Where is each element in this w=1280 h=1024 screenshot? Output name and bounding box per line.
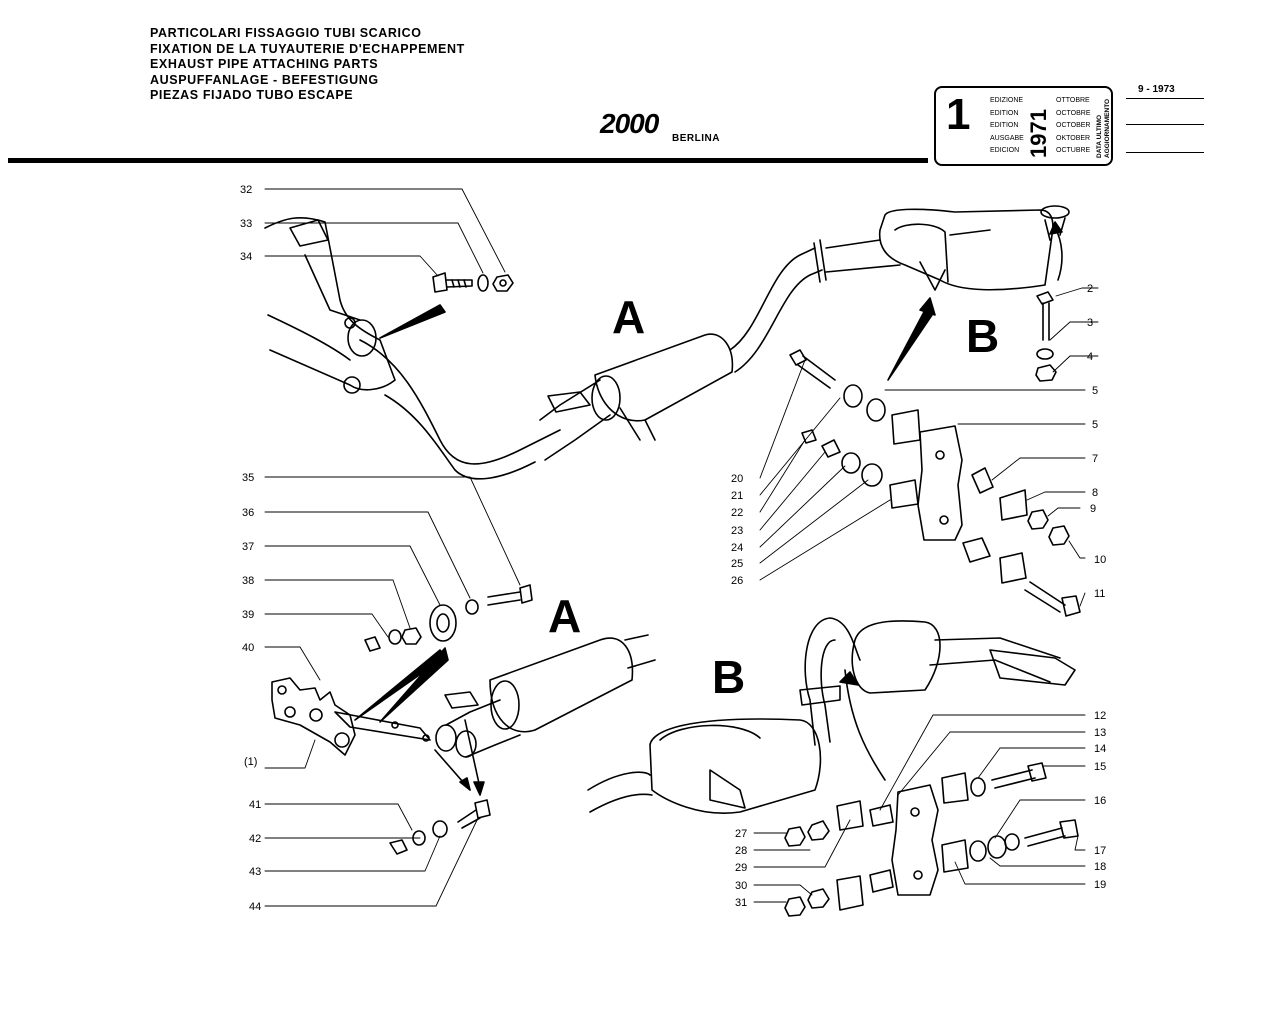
parts-32-34 <box>432 272 514 293</box>
section-letter-b-top: B <box>966 310 999 362</box>
bottom-left-arrows <box>354 647 485 796</box>
callout-29: 29 <box>735 862 747 874</box>
callout-3: 3 <box>1087 317 1093 329</box>
note-label: (1) <box>244 756 257 768</box>
update-line <box>1126 152 1204 153</box>
arrow-icon <box>887 309 933 381</box>
arrow-icon <box>459 777 471 791</box>
callout-36: 36 <box>242 507 254 519</box>
callout-20: 20 <box>731 473 743 485</box>
callout-25: 25 <box>731 558 743 570</box>
leader-lines <box>264 188 1099 907</box>
callout-21: 21 <box>731 490 743 502</box>
callout-5b: 5 <box>1092 419 1098 431</box>
callout-19: 19 <box>1094 879 1106 891</box>
title-italian: PARTICOLARI FISSAGGIO TUBI SCARICO <box>150 26 422 40</box>
title-spanish: PIEZAS FIJADO TUBO ESCAPE <box>150 88 354 102</box>
month-word: OCTOBER <box>1056 122 1091 129</box>
callout-43: 43 <box>249 866 261 878</box>
callout-37: 37 <box>242 541 254 553</box>
arrow-icon <box>473 781 485 796</box>
callout-40: 40 <box>242 642 254 654</box>
callout-30: 30 <box>735 880 747 892</box>
callout-27: 27 <box>735 828 747 840</box>
callout-42: 42 <box>249 833 261 845</box>
update-date: 9 - 1973 <box>1138 84 1175 95</box>
callout-39: 39 <box>242 609 254 621</box>
title-german: AUSPUFFANLAGE - BEFESTIGUNG <box>150 72 379 87</box>
callout-10: 10 <box>1094 554 1106 566</box>
callout-33: 33 <box>240 218 252 230</box>
title-english: EXHAUST PIPE ATTACHING PARTS <box>150 57 379 71</box>
bottom-left-assembly <box>271 584 656 855</box>
callout-38: 38 <box>242 575 254 587</box>
edition-word: EDIZIONE <box>990 97 1024 104</box>
callout-44: 44 <box>249 901 261 913</box>
callout-23: 23 <box>731 525 743 537</box>
arrow-icon <box>1054 227 1063 281</box>
arrow-icon <box>919 297 936 316</box>
callout-35: 35 <box>242 472 254 484</box>
update-line <box>1126 98 1204 99</box>
callout-14: 14 <box>1094 743 1106 755</box>
callout-34: 34 <box>240 251 252 263</box>
month-word: OTTOBRE <box>1056 97 1090 104</box>
month-word: OCTUBRE <box>1056 147 1091 154</box>
update-line <box>1126 124 1204 125</box>
arrow-icon <box>464 719 481 789</box>
callout-22: 22 <box>731 507 743 519</box>
edition-box: 1 EDIZIONE EDITION EDITION AUSGABE EDICI… <box>934 86 1113 166</box>
section-letter-a-bottom: A <box>548 590 581 642</box>
header-rule <box>8 158 928 163</box>
parts-2-11 <box>789 291 1081 617</box>
callout-11: 11 <box>1094 588 1105 600</box>
callout-13: 13 <box>1094 727 1106 739</box>
month-words: OTTOBRE OCTOBRE OCTOBER OKTOBER OCTUBRE <box>1056 95 1091 158</box>
arrow-icon <box>379 304 446 339</box>
edition-words: EDIZIONE EDITION EDITION AUSGABE EDICION <box>990 95 1024 158</box>
model-logo: 2000 <box>600 108 659 139</box>
callout-7: 7 <box>1092 453 1098 465</box>
callout-8: 8 <box>1092 487 1098 499</box>
callout-15: 15 <box>1094 761 1106 773</box>
month-word: OCTOBRE <box>1056 109 1091 117</box>
callout-41: 41 <box>249 799 261 811</box>
top-exhaust-assembly <box>264 205 1070 480</box>
callout-9: 9 <box>1090 503 1096 515</box>
arrow-icon <box>379 647 449 723</box>
edition-word: EDITION <box>990 122 1019 129</box>
title-block: PARTICOLARI FISSAGGIO TUBI SCARICO FIXAT… <box>150 26 465 104</box>
callout-28: 28 <box>735 845 747 857</box>
edition-word: AUSGABE <box>990 134 1024 142</box>
callout-2: 2 <box>1087 283 1093 295</box>
callout-12: 12 <box>1094 710 1106 722</box>
arrow-icon <box>1049 221 1063 235</box>
section-letter-b-bottom: B <box>712 651 745 703</box>
arrow-icon <box>354 649 446 721</box>
edition-word: EDICION <box>990 147 1020 154</box>
section-letter-a-top: A <box>612 291 645 343</box>
callout-16: 16 <box>1094 795 1106 807</box>
callout-31: 31 <box>735 897 747 909</box>
callout-18: 18 <box>1094 861 1106 873</box>
title-french: FIXATION DE LA TUYAUTERIE D'ECHAPPEMENT <box>150 41 465 56</box>
top-arrows <box>379 221 1063 381</box>
callout-24: 24 <box>731 542 743 554</box>
callout-labels: 2 3 4 5 5 7 8 9 10 11 12 13 14 15 16 17 … <box>240 184 1106 913</box>
month-word: OKTOBER <box>1056 134 1091 142</box>
edition-number: 1 <box>946 90 971 139</box>
callout-4: 4 <box>1087 351 1093 363</box>
edition-word: EDITION <box>990 109 1019 117</box>
callout-32: 32 <box>240 184 252 196</box>
callout-26: 26 <box>731 575 743 587</box>
bottom-right-assembly <box>587 617 1079 917</box>
callout-5a: 5 <box>1092 385 1098 397</box>
model-subtitle: BERLINA <box>672 133 720 144</box>
callout-17: 17 <box>1094 845 1106 857</box>
